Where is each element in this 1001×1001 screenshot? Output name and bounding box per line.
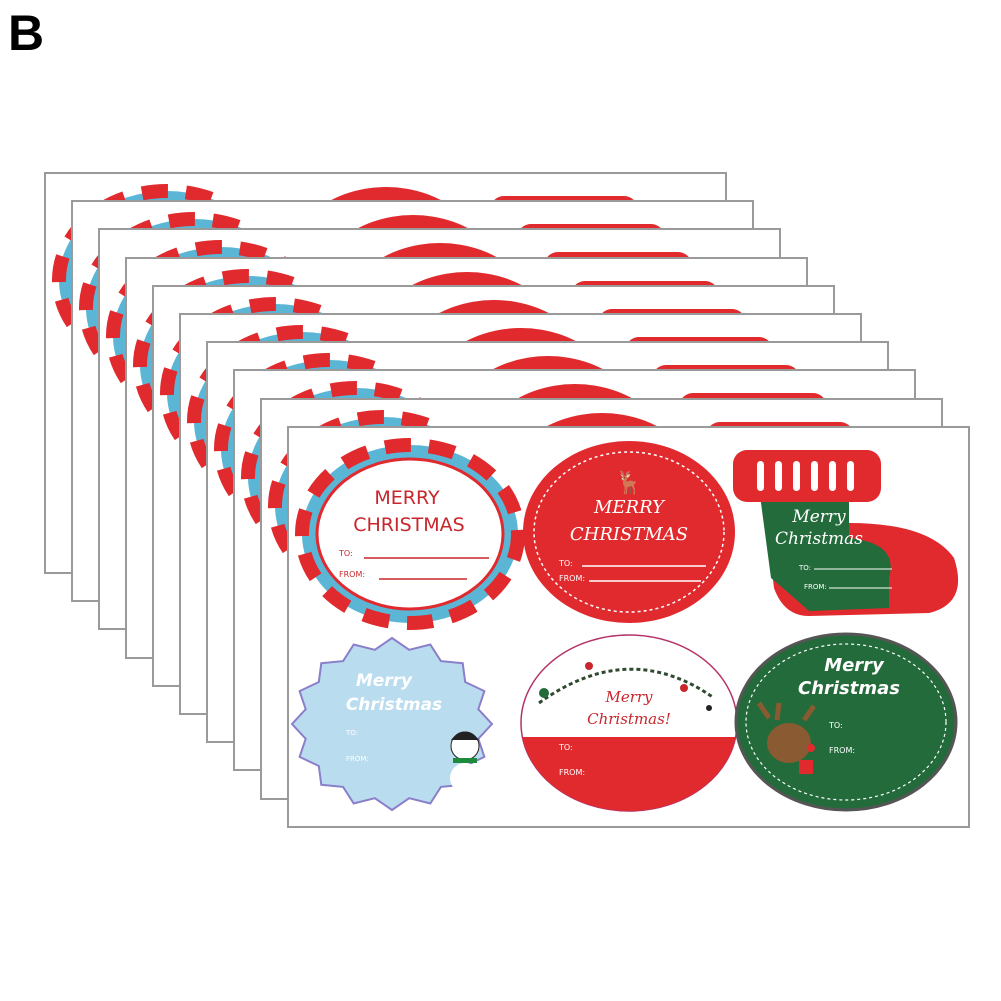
snowman-icon — [450, 731, 480, 793]
sticker4-from: FROM: — [346, 755, 369, 763]
sticker1-line1: MERRY — [374, 487, 440, 509]
sticker4-line1: Merry — [356, 671, 413, 691]
sticker-striped-ring: MERRY CHRISTMAS TO: FROM: — [295, 438, 525, 630]
sticker1-from: FROM: — [339, 570, 365, 579]
sticker6-from: FROM: — [829, 746, 855, 755]
sticker5-line1: Merry — [604, 688, 653, 706]
sticker2-line1: MERRY — [593, 497, 666, 518]
sticker6-line2: Christmas — [798, 678, 900, 699]
sticker-stocking: Merry Christmas TO: FROM: — [733, 450, 959, 616]
sticker1-to: TO: — [338, 549, 353, 558]
sticker6-to: TO: — [828, 721, 843, 730]
sticker5-from: FROM: — [559, 768, 585, 777]
sticker3-from: FROM: — [804, 583, 827, 591]
sticker2-to: TO: — [558, 559, 573, 568]
sticker6-line1: Merry — [824, 655, 885, 676]
sticker3-to: TO: — [798, 564, 811, 572]
sticker-wreath: Merry Christmas! TO: FROM: — [520, 634, 738, 812]
sticker1-line2: CHRISTMAS — [353, 514, 464, 536]
sticker5-line2: Christmas! — [587, 710, 671, 728]
sticker-snowman: Merry Christmas TO: FROM: — [290, 636, 494, 812]
sticker4-line2: Christmas — [346, 695, 442, 715]
variant-label: B — [8, 5, 45, 61]
sticker2-from: FROM: — [559, 574, 585, 583]
sticker-red-reindeer: 🦌 MERRY CHRISTMAS TO: FROM: — [523, 441, 735, 623]
front-sticker-sheet: MERRY CHRISTMAS TO: FROM: 🦌 MERRY CHRIST… — [287, 426, 970, 828]
sticker3-line1: Merry — [791, 507, 846, 527]
reindeer-icon: 🦌 — [615, 470, 642, 496]
sticker3-line2: Christmas — [775, 529, 863, 549]
sticker2-line2: CHRISTMAS — [570, 524, 688, 545]
sticker-green-reindeer: Merry Christmas TO: FROM: — [734, 632, 958, 812]
reindeer-head-icon — [756, 701, 817, 774]
sticker4-to: TO: — [345, 729, 358, 737]
sticker5-to: TO: — [558, 743, 573, 752]
